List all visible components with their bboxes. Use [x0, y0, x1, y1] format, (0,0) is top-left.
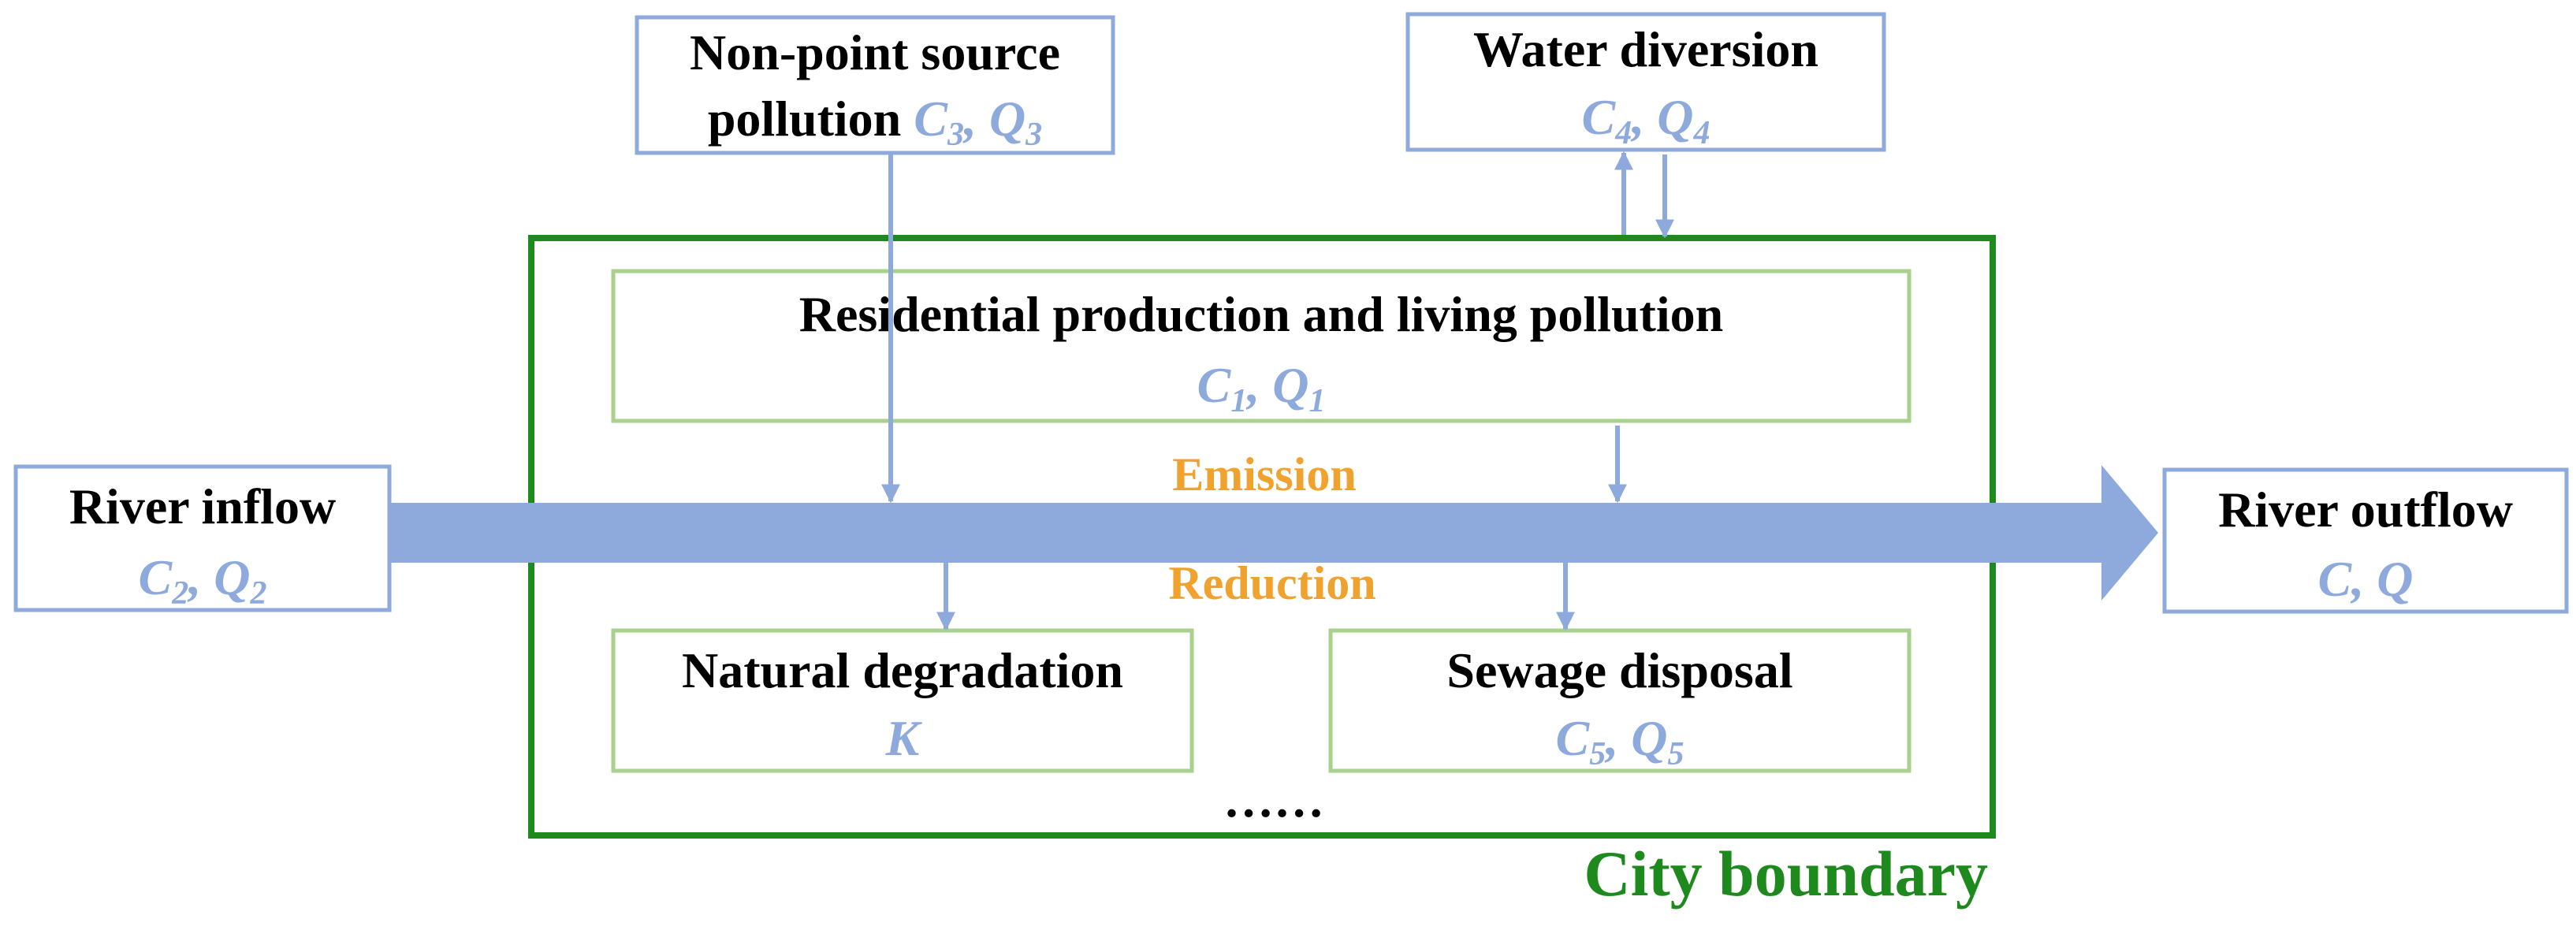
- sewage-disposal-node: Sewage disposal C5, Q5: [1328, 628, 1912, 773]
- river-inflow-node: River inflow C2, Q2: [13, 464, 392, 612]
- outflow-title: River outflow: [2218, 482, 2513, 538]
- residential-vars: C1, Q1: [1197, 357, 1326, 419]
- inflow-vars: C2, Q2: [139, 549, 267, 612]
- natural-degradation-node: Natural degradation K: [611, 628, 1194, 773]
- river-outflow-node: River outflow C, Q: [2162, 467, 2569, 614]
- outflow-vars: C, Q: [2318, 551, 2414, 607]
- water-diversion-node: Water diversion C4, Q4: [1405, 12, 1886, 152]
- reduction-label: Reduction: [1168, 557, 1375, 609]
- emission-label: Emission: [1172, 448, 1356, 500]
- sewage-title: Sewage disposal: [1446, 642, 1792, 698]
- degradation-var: K: [885, 710, 923, 766]
- nonpoint-title-line1: Non-point source: [690, 24, 1060, 80]
- diversion-title: Water diversion: [1473, 21, 1818, 77]
- main-river-arrow: [389, 465, 2158, 601]
- residential-pollution-node: Residential production and living pollut…: [611, 269, 1912, 423]
- sewage-vars: C5, Q5: [1556, 710, 1684, 772]
- residential-title: Residential production and living pollut…: [799, 286, 1723, 342]
- ellipsis-more: ……: [1223, 772, 1324, 828]
- city-boundary-label: City boundary: [1584, 838, 1988, 910]
- diversion-vars: C4, Q4: [1582, 89, 1711, 151]
- degradation-title: Natural degradation: [682, 642, 1123, 698]
- inflow-title: River inflow: [69, 478, 336, 534]
